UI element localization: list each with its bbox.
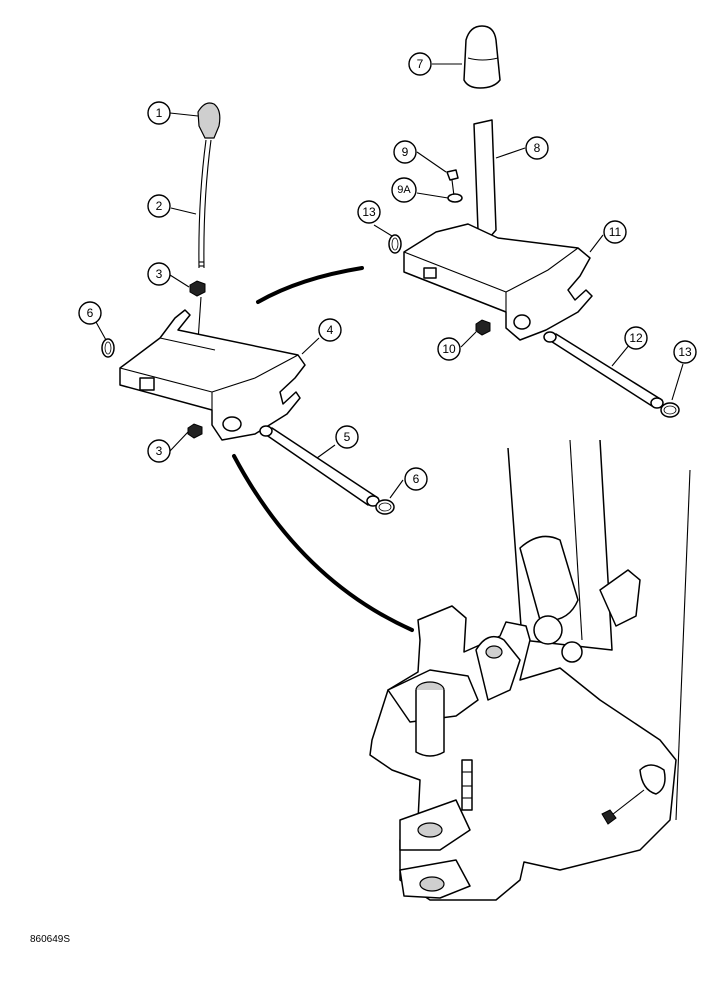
upper-link-arc xyxy=(256,266,364,304)
tower-body xyxy=(369,605,677,901)
right-mounting-plate xyxy=(403,223,593,341)
callout-c10: 10 xyxy=(437,337,461,361)
callout-c13a: 13 xyxy=(357,200,381,224)
left-knob xyxy=(197,102,221,139)
callout-c4: 4 xyxy=(318,318,342,342)
right-lever xyxy=(473,119,497,245)
callout-c4-label: 4 xyxy=(327,323,334,337)
callout-c1: 1 xyxy=(147,101,171,125)
callout-c7: 7 xyxy=(408,52,432,76)
right-bolt xyxy=(446,169,459,181)
figure-id: 860649S xyxy=(30,934,71,945)
callout-c9: 9 xyxy=(393,140,417,164)
callout-c1-label: 1 xyxy=(156,106,163,120)
left-pivot-pin xyxy=(261,427,379,506)
callout-c11-label: 11 xyxy=(609,225,622,239)
callout-c5: 5 xyxy=(335,425,359,449)
callout-c8-label: 8 xyxy=(534,141,541,155)
left-upper-nut xyxy=(189,280,206,297)
callout-c13b-label: 13 xyxy=(678,345,692,359)
lower-link-arc xyxy=(232,454,414,632)
left-mounting-plate xyxy=(119,309,306,441)
left-lower-nut xyxy=(187,423,203,439)
callout-c6b: 6 xyxy=(404,467,428,491)
left-control-assembly xyxy=(101,102,395,515)
callout-c12: 12 xyxy=(624,326,648,350)
callout-c8: 8 xyxy=(525,136,549,160)
callout-c11: 11 xyxy=(603,220,627,244)
callout-c3a-label: 3 xyxy=(156,267,163,281)
callout-c7-label: 7 xyxy=(417,57,424,71)
callout-c6b-label: 6 xyxy=(413,472,420,486)
callout-c12-label: 12 xyxy=(629,331,643,345)
callout-c2: 2 xyxy=(147,194,171,218)
right-control-assembly xyxy=(388,25,680,418)
callout-c13b: 13 xyxy=(673,340,697,364)
callout-c6a-label: 6 xyxy=(87,306,94,320)
left-lever-rod xyxy=(198,139,212,269)
leader-lines xyxy=(95,63,684,499)
callout-c6a: 6 xyxy=(78,301,102,325)
callout-c5-label: 5 xyxy=(344,430,351,444)
callout-c3b-label: 3 xyxy=(156,444,163,458)
callout-c9-label: 9 xyxy=(402,145,409,159)
callout-c3b: 3 xyxy=(147,439,171,463)
right-nut xyxy=(475,319,491,336)
callout-c3a: 3 xyxy=(147,262,171,286)
callout-c13a-label: 13 xyxy=(362,205,376,219)
callout-c10-label: 10 xyxy=(442,342,456,356)
right-washer xyxy=(447,193,463,203)
swing-tower-assembly xyxy=(369,439,691,901)
callout-c9a-label: 9A xyxy=(397,184,411,196)
callout-c2-label: 2 xyxy=(156,199,163,213)
right-handle-grip xyxy=(463,25,501,89)
callout-c9a: 9A xyxy=(391,177,417,203)
